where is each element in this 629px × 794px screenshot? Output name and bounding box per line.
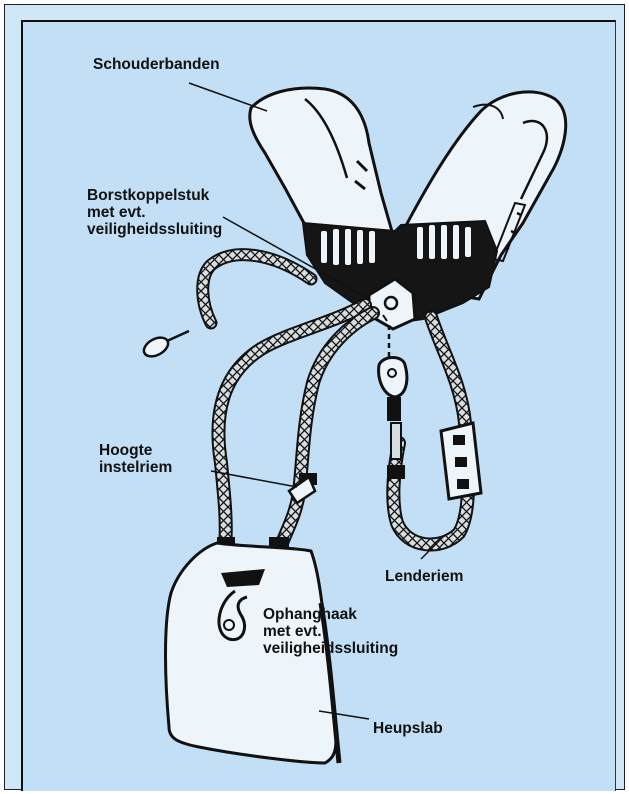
waist-buckle <box>441 423 481 499</box>
label-borstkoppelstuk-line1: Borstkoppelstuk <box>87 187 222 204</box>
label-ophanghaak-line1: Ophanghaak <box>263 606 398 623</box>
label-hoogte-instelriem: Hoogte instelriem <box>99 442 172 476</box>
harness-illustration <box>23 22 618 793</box>
small-carabiner <box>141 331 189 360</box>
label-hoogte-line2: instelriem <box>99 459 172 476</box>
label-lenderiem: Lenderiem <box>385 568 463 585</box>
label-borstkoppelstuk: Borstkoppelstuk met evt. veiligheidsslui… <box>87 187 222 238</box>
label-hoogte-line1: Hoogte <box>99 442 172 459</box>
label-ophanghaak-line3: veiligheidssluiting <box>263 640 398 657</box>
label-schouderbanden: Schouderbanden <box>93 56 220 73</box>
illustration-panel: Schouderbanden Borstkoppelstuk met evt. … <box>21 20 616 791</box>
left-shoulder-strap <box>250 88 393 235</box>
label-borstkoppelstuk-line3: veiligheidssluiting <box>87 221 222 238</box>
label-borstkoppelstuk-line2: met evt. <box>87 204 222 221</box>
label-ophanghaak-line2: met evt. <box>263 623 398 640</box>
label-heupslab: Heupslab <box>373 720 443 737</box>
illustration-frame: Schouderbanden Borstkoppelstuk met evt. … <box>4 4 625 790</box>
label-ophanghaak: Ophanghaak met evt. veiligheidssluiting <box>263 606 398 657</box>
